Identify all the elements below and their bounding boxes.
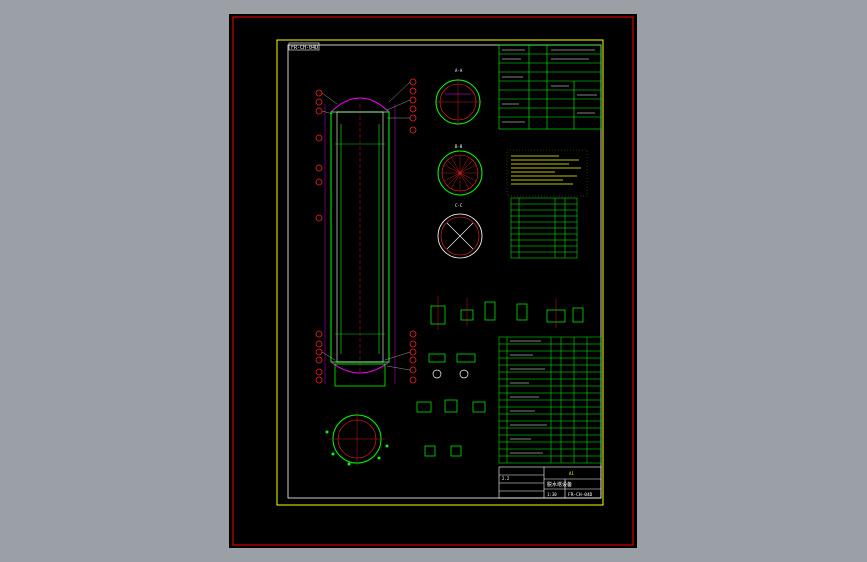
drawing-code: FR-CH-04D	[568, 492, 593, 498]
design-data-table	[498, 44, 602, 130]
scale-code: 1:30	[547, 492, 557, 497]
section-a-a: A-A	[434, 68, 482, 126]
technical-notes	[506, 149, 588, 197]
left-nozzle-bubbles	[315, 89, 323, 384]
right-nozzle-bubbles	[409, 78, 417, 384]
leader-lines	[321, 81, 411, 371]
svg-text:C-C: C-C	[455, 203, 463, 208]
bottom-plan-view	[325, 412, 389, 466]
parts-list-table	[498, 336, 602, 464]
design-data-text	[502, 49, 597, 123]
drawing-canvas: FR-CH-04D	[232, 16, 634, 546]
inner-frame	[276, 39, 604, 506]
drawing-sheet: FR-CH-04D	[229, 14, 637, 548]
id-tag-box	[288, 42, 320, 51]
part-name: 脱水塔设备	[547, 481, 572, 488]
parts-list-text	[510, 340, 547, 454]
svg-text:A-A: A-A	[455, 68, 463, 73]
svg-text:B-B: B-B	[455, 144, 463, 149]
drawing-border	[287, 44, 602, 499]
section-b-b: B-B	[437, 144, 483, 196]
detail-views	[416, 296, 584, 457]
revision-code: 2.2	[502, 476, 510, 481]
nozzle-table	[510, 197, 578, 259]
sheet-size: A1	[569, 471, 574, 476]
outer-frame	[232, 16, 634, 546]
title-block	[498, 466, 602, 499]
vessel-elevation	[324, 97, 396, 387]
section-c-c: C-C	[437, 203, 483, 259]
id-tag-text: FR-CH-04D	[291, 45, 318, 51]
